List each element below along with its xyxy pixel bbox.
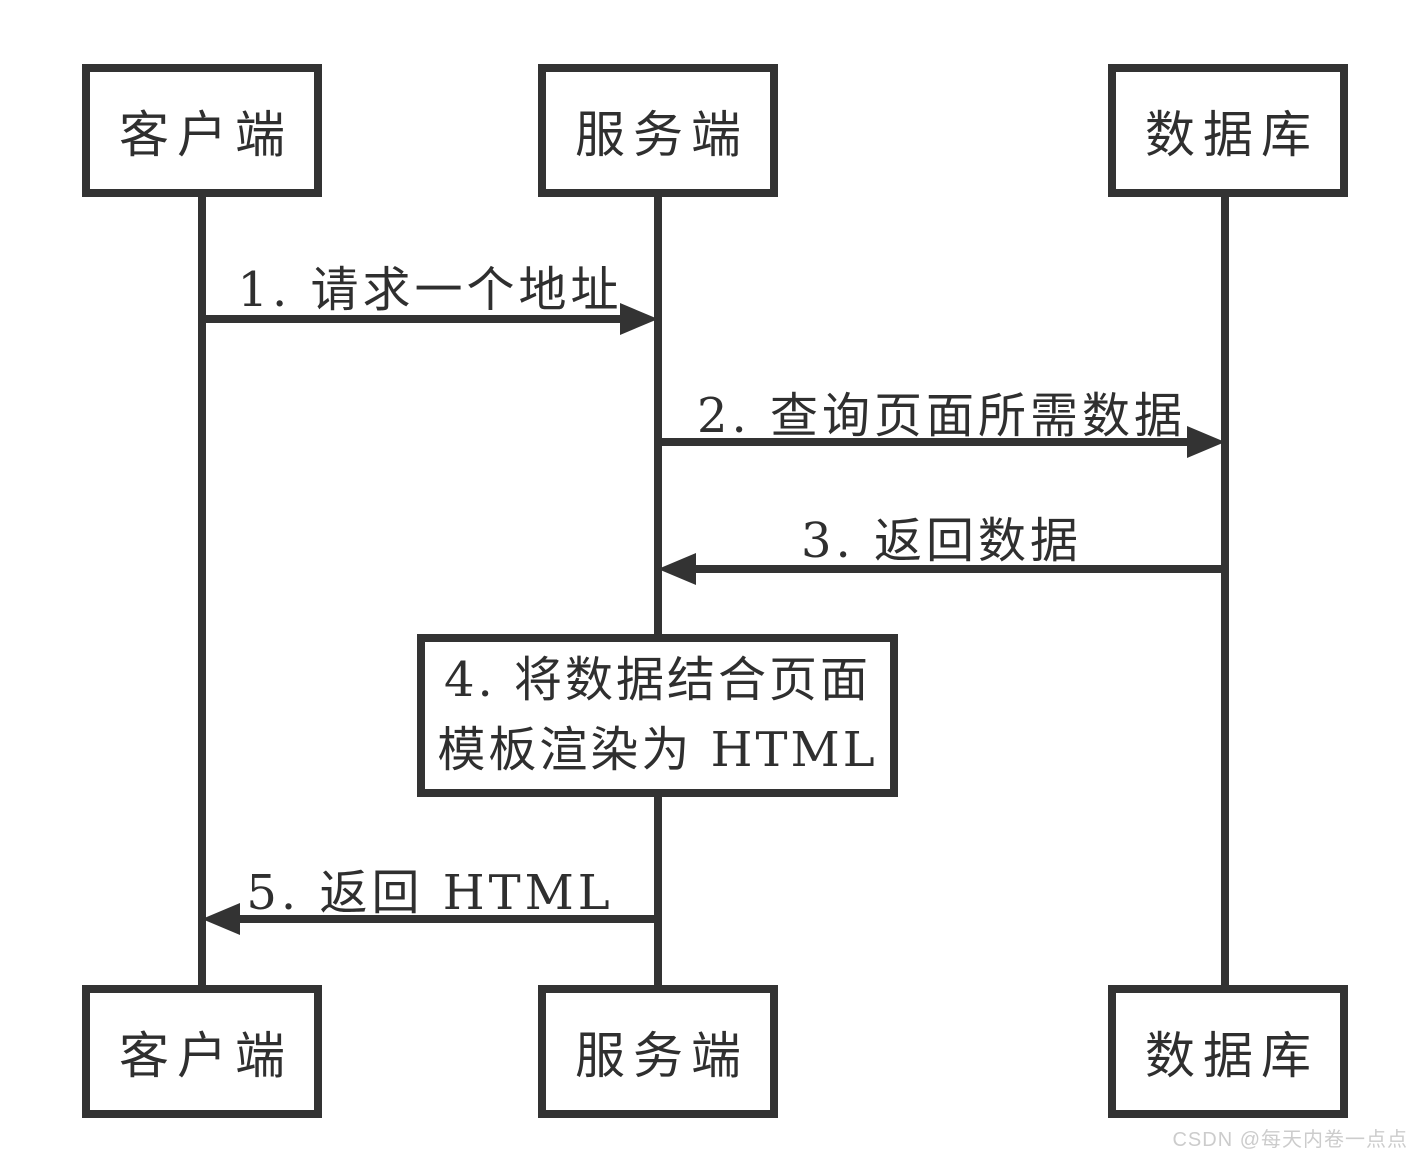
message-1-label: 1. 请求一个地址 (237, 262, 623, 318)
actor-box-server-top: 服务端 (538, 64, 778, 197)
lifeline-server (654, 195, 662, 985)
actor-label-server-top: 服务端 (575, 105, 749, 164)
message-5-label: 5. 返回 HTML (246, 865, 614, 921)
watermark: CSDN @每天内卷一点点 (1172, 1129, 1408, 1151)
actor-label-client-bottom: 客户端 (119, 1026, 293, 1085)
message-3-label: 3. 返回数据 (800, 513, 1083, 569)
actor-box-client-bottom: 客户端 (82, 985, 322, 1118)
actor-box-database-top: 数据库 (1108, 64, 1348, 197)
process-label-line2: 模板渲染为 HTML (437, 721, 878, 778)
message-5-arrowhead-icon (202, 903, 240, 935)
actor-box-client-top: 客户端 (82, 64, 322, 197)
actor-box-database-bottom: 数据库 (1108, 985, 1348, 1118)
message-1-line (202, 315, 626, 323)
message-3-line (692, 565, 1225, 573)
actor-label-server-bottom: 服务端 (575, 1026, 749, 1085)
actor-label-database-bottom: 数据库 (1145, 1026, 1319, 1085)
actor-label-database-top: 数据库 (1145, 105, 1319, 164)
message-3-arrowhead-icon (658, 553, 696, 585)
process-box-render-html: 4. 将数据结合页面 模板渲染为 HTML (417, 634, 898, 797)
message-2-label: 2. 查询页面所需数据 (696, 388, 1187, 444)
actor-label-client-top: 客户端 (119, 105, 293, 164)
process-label-line1: 4. 将数据结合页面 (443, 651, 872, 708)
message-2-line (658, 438, 1191, 446)
message-5-line (236, 915, 658, 923)
actor-box-server-bottom: 服务端 (538, 985, 778, 1118)
message-1-arrowhead-icon (620, 303, 658, 335)
message-2-arrowhead-icon (1187, 426, 1225, 458)
lifeline-client (198, 195, 206, 985)
lifeline-database (1221, 195, 1229, 985)
